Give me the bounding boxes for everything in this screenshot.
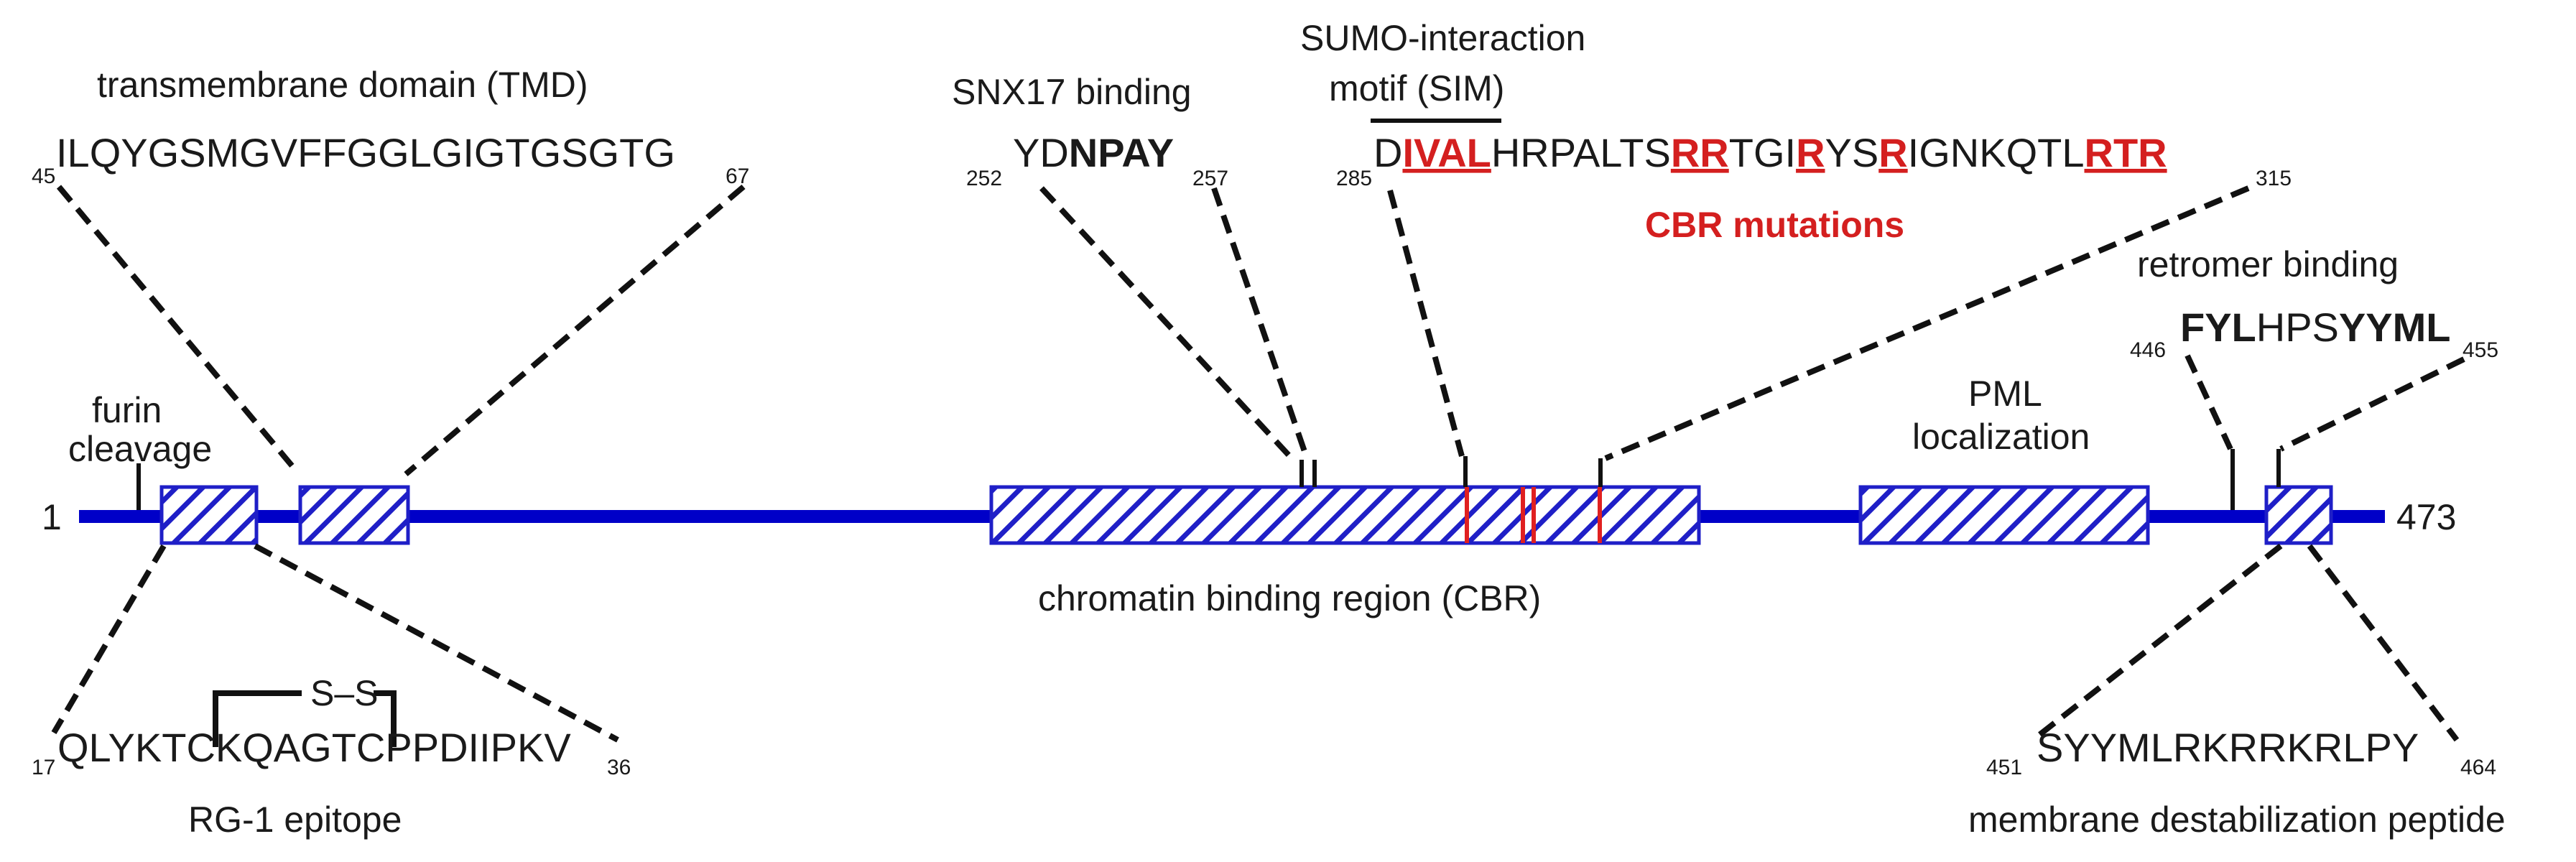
rg1-callout-left xyxy=(51,544,167,735)
tmd-sequence: ILQYGSMGVFFGGLGIGTGSGTG xyxy=(56,130,675,175)
snx17-end-residue: 257 xyxy=(1192,167,1228,190)
pml-label-line1: PML xyxy=(1968,374,2042,414)
cbr-mutations-label: CBR mutations xyxy=(1645,205,1904,245)
sim-seq-p4: YS xyxy=(1825,130,1879,175)
sim-seq-r4: R xyxy=(1878,130,1907,175)
rg1-epitope-box xyxy=(159,485,259,545)
snx17-callout-left xyxy=(1039,186,1295,462)
sim-seq-r2: RR xyxy=(1671,130,1729,175)
sumo-label-line2: motif (SIM) xyxy=(1329,68,1504,108)
retromer-callout-right xyxy=(2279,356,2465,452)
retromer-label: retromer binding xyxy=(2137,244,2399,284)
retromer-seq-plain: HPS xyxy=(2256,305,2339,350)
snx17-seq-plain: YD xyxy=(1013,130,1069,175)
sim-seq-r1: IVAL xyxy=(1402,130,1491,175)
tmd-box xyxy=(298,485,410,545)
retromer-callout-left xyxy=(2184,354,2233,450)
rg1-epitope-label: RG-1 epitope xyxy=(188,800,402,840)
retromer-seq-bold1: FYL xyxy=(2180,305,2256,350)
sim-seq-r5: RTR xyxy=(2085,130,2167,175)
furin-label-line1: furin xyxy=(92,390,162,430)
rg1-end-residue: 36 xyxy=(607,756,631,779)
retromer-start-residue: 446 xyxy=(2130,338,2166,362)
snx17-sequence: YDNPAY xyxy=(1013,130,1174,175)
tmd-start-residue: 45 xyxy=(32,164,55,188)
disulfide-label: S–S xyxy=(310,673,379,713)
pml-label-line2: localization xyxy=(1912,417,2090,457)
tmd-callout-left xyxy=(56,185,299,473)
end-residue-label: 473 xyxy=(2396,497,2456,537)
sim-seq-p2: HRPALTS xyxy=(1491,130,1671,175)
tmd-label: transmembrane domain (TMD) xyxy=(97,65,588,105)
sim-start-residue: 285 xyxy=(1336,167,1372,190)
pml-localization-box xyxy=(1858,485,2150,545)
retromer-seq-bold2: YYML xyxy=(2339,305,2451,350)
retromer-end-residue: 455 xyxy=(2463,338,2498,362)
sim-callout-left xyxy=(1387,189,1465,458)
tmd-callout-right xyxy=(404,184,746,477)
snx17-start-residue: 252 xyxy=(966,167,1002,190)
sim-callout-right xyxy=(1604,185,2250,461)
membrane-end-residue: 464 xyxy=(2460,756,2496,779)
snx17-callout-right xyxy=(1211,187,1310,461)
membrane-sequence: SYYMLRKRRKRLPY xyxy=(2037,725,2419,770)
snx17-label: SNX17 binding xyxy=(952,72,1192,112)
sumo-label-line1: SUMO-interaction xyxy=(1300,18,1585,58)
sim-end-residue: 315 xyxy=(2256,167,2292,190)
cbr-region-label: chromatin binding region (CBR) xyxy=(1038,578,1541,618)
cbr-box xyxy=(989,485,1701,545)
sim-seq-r3: R xyxy=(1796,130,1825,175)
sim-sequence: DIVALHRPALTSRRTGIRYSRIGNKQTLRTR xyxy=(1373,130,2167,175)
sim-seq-p1: D xyxy=(1373,130,1402,175)
rg1-callout-right xyxy=(254,543,619,743)
membrane-peptide-box xyxy=(2264,485,2333,545)
snx17-seq-bold: NPAY xyxy=(1069,130,1174,175)
start-residue-label: 1 xyxy=(42,497,62,537)
sim-seq-p5: IGNKQTL xyxy=(1908,130,2085,175)
furin-label-line2: cleavage xyxy=(68,429,212,469)
membrane-start-residue: 451 xyxy=(1986,756,2022,779)
disulfide-bracket xyxy=(213,690,397,747)
membrane-peptide-label: membrane destabilization peptide xyxy=(1968,800,2506,840)
membrane-callout-left xyxy=(2031,543,2283,743)
rg1-start-residue: 17 xyxy=(32,756,55,779)
sim-seq-p3: TGI xyxy=(1729,130,1796,175)
rg1-sequence: QLYKTCKQAGTCPPDIIPKV xyxy=(57,725,571,770)
tmd-end-residue: 67 xyxy=(726,164,749,188)
retromer-sequence: FYLHPSYYML xyxy=(2180,305,2450,350)
membrane-callout-right xyxy=(2307,544,2460,742)
